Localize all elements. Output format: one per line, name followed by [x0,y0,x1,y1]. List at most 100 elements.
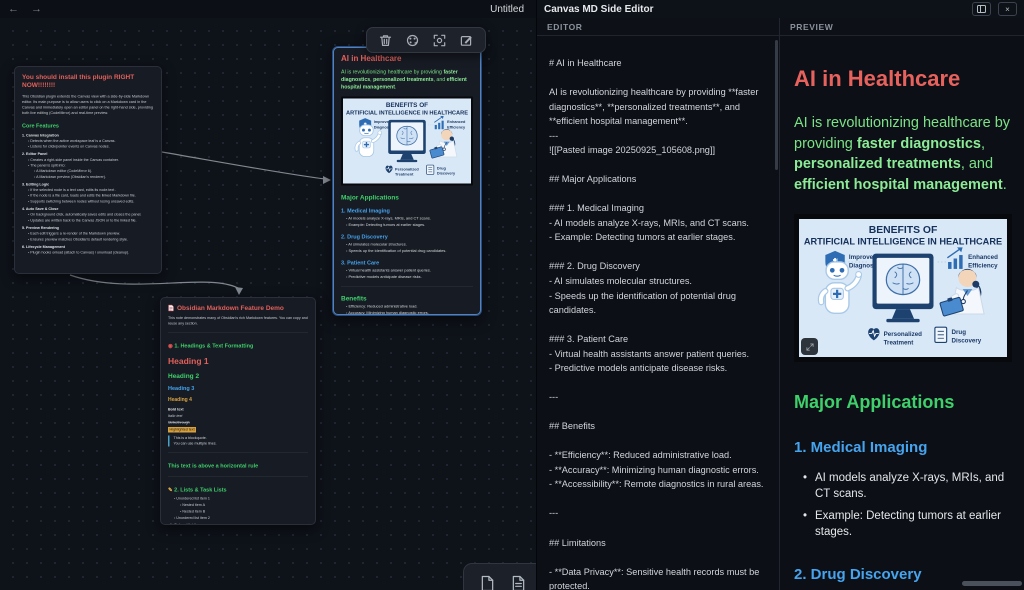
paragraph-segment: personalized treatments [373,76,434,83]
preview-pane: PREVIEW AI in Healthcare AI is revolutio… [780,18,1024,590]
image-expand-button[interactable] [801,338,818,356]
list-item: Ensures preview matches Obsidian's defau… [22,236,154,242]
paragraph-segment: faster diagnostics [856,135,981,152]
svg-text:Efficiency: Efficiency [447,125,466,129]
list-item: 1. Canvas Integration [22,132,59,138]
text-line: Highlighted text [168,427,197,433]
preview-scrollbar[interactable] [962,581,1022,586]
preview-paragraph: AI is revolutionizing healthcare by prov… [794,113,1012,195]
card-paragraph: This Obsidian plugin extends the Canvas … [22,93,153,116]
text-line: 2. Drug Discovery [341,234,388,241]
heart-icon: Personalized Treatment [385,165,419,177]
svg-text:Improved: Improved [374,120,392,124]
svg-text:Enhanced: Enhanced [968,254,998,261]
feature-list: 1. Canvas IntegrationDetects when the ac… [22,132,154,255]
text-line: Nested item A [168,502,308,507]
text-line: This is a blockquote. [168,435,308,442]
text-line [341,286,473,287]
editor-scroll-area[interactable]: # AI in Healthcare AI is revolutionizing… [537,36,779,590]
text-line: This note demonstrates many of Obsidian'… [168,315,308,326]
card-title: You should install this plugin RIGHT NOW… [22,73,135,89]
canvas-card-ai-healthcare[interactable]: AI in Healthcare AI is revolutionizing h… [333,47,481,315]
focus-frame-icon[interactable] [433,34,446,47]
document-icon [168,304,174,312]
preview-image[interactable]: BENEFITS OF ARTIFICIAL INTELLIGENCE IN H… [794,213,1012,363]
panel-body: EDITOR # AI in Healthcare AI is revoluti… [537,18,1024,590]
text-line: Heading 3 [168,385,195,392]
text-line: Benefits [341,294,367,303]
add-note-file-icon[interactable] [480,575,495,590]
text-line: 1. Ordered list item [170,522,201,525]
robot-graphic [354,120,382,157]
paragraph-segment: AI is revolutionizing healthcare by prov… [794,115,1011,152]
text-line: Nested item B [168,509,308,514]
layout-toggle-button[interactable] [972,2,991,16]
close-panel-button[interactable]: × [998,2,1017,16]
text-line: Example: Detecting tumors at earlier sta… [794,509,1012,540]
chart-icon [946,247,963,269]
markdown-source-editor[interactable]: # AI in Healthcare AI is revolutionizing… [549,58,764,590]
editor-scrollbar[interactable] [775,40,778,170]
card-title: AI in Healthcare [341,54,402,64]
text-line: 1. Medical Imaging [794,439,928,457]
canvas-surface[interactable]: You should install this plugin RIGHT NOW… [0,18,536,590]
editor-pane-header: EDITOR [537,18,779,36]
text-line: Unordered list item 1 [168,496,308,501]
paragraph-segment: , [980,135,985,152]
canvas-card-markdown-demo[interactable]: Obsidian Markdown Feature Demo This note… [160,297,316,525]
text-line: Major Applications [341,193,399,202]
forward-icon[interactable]: → [31,3,42,15]
editor-pane: EDITOR # AI in Healthcare AI is revoluti… [537,18,780,590]
text-line: Strikethrough [168,420,190,425]
card-toolbar [366,27,486,53]
text-line: AI simulates molecular structures. [341,242,473,247]
text-line: Heading 2 [168,372,200,380]
preview-scroll-area[interactable]: AI in Healthcare AI is revolutionizing h… [780,36,1024,590]
card-title: Obsidian Markdown Feature Demo [177,304,284,312]
text-line: Virtual health assistants answer patient… [341,268,473,273]
svg-text:Treatment: Treatment [884,339,914,346]
svg-text:Improved: Improved [849,254,877,261]
top-bar: ← → Untitled [0,0,536,18]
card-paragraph: AI is revolutionizing healthcare by prov… [341,69,473,92]
add-text-file-icon[interactable] [511,575,526,590]
paragraph-segment: AI is revolutionizing healthcare by prov… [341,69,444,75]
text-line: You can use multiple lines. [168,441,308,447]
svg-text:Efficiency: Efficiency [968,262,998,269]
canvas-card-plugin-pitch[interactable]: You should install this plugin RIGHT NOW… [14,66,162,274]
paragraph-segment: . [394,84,397,91]
text-line: Heading 1 [168,356,209,366]
list-item: If the selected node is a text card, edi… [22,187,154,193]
card-heading: Core Features [22,122,59,129]
list-item: A Markdown editor (CodeMirror 6). [22,168,154,174]
list-item: 2. Editor Panel [22,151,48,157]
back-icon[interactable]: ← [8,3,19,15]
text-line: 1. Medical Imaging [341,208,390,215]
svg-text:BENEFITS OF: BENEFITS OF [869,224,938,235]
text-line: Efficiency: Reduced administrative load. [341,304,473,309]
text-line: Bold text [168,407,184,412]
list-item: On background click, automatically saves… [22,212,154,218]
panel-title: Canvas MD Side Editor [544,3,654,15]
palette-icon[interactable] [406,34,419,47]
edit-pencil-icon[interactable] [460,34,473,47]
checklist-icon: Drug Discovery [934,326,982,344]
svg-text:Diagnosis: Diagnosis [374,125,392,129]
text-line [168,452,308,457]
svg-text:Diagnosis: Diagnosis [849,262,879,269]
list-item: 3. Editing Logic [22,181,50,187]
split-layout-icon [977,5,986,13]
list-item: 6. Lifecycle Management [22,244,65,249]
preview-title: AI in Healthcare [794,66,961,91]
chart-icon [434,115,444,130]
list-item: Updates are written back to the Canvas J… [22,217,154,223]
healthcare-infographic: BENEFITS OF ARTIFICIAL INTELLIGENCE IN H… [343,98,471,184]
canvas-tab-title[interactable]: Untitled [490,3,524,15]
text-line [168,476,308,480]
trash-icon[interactable] [379,34,392,47]
text-line: 2. Drug Discovery [794,566,922,584]
svg-text:Discovery: Discovery [437,171,456,175]
paragraph-segment: , and [960,156,994,173]
text-line: Predictive models anticipate disease ris… [341,275,473,280]
